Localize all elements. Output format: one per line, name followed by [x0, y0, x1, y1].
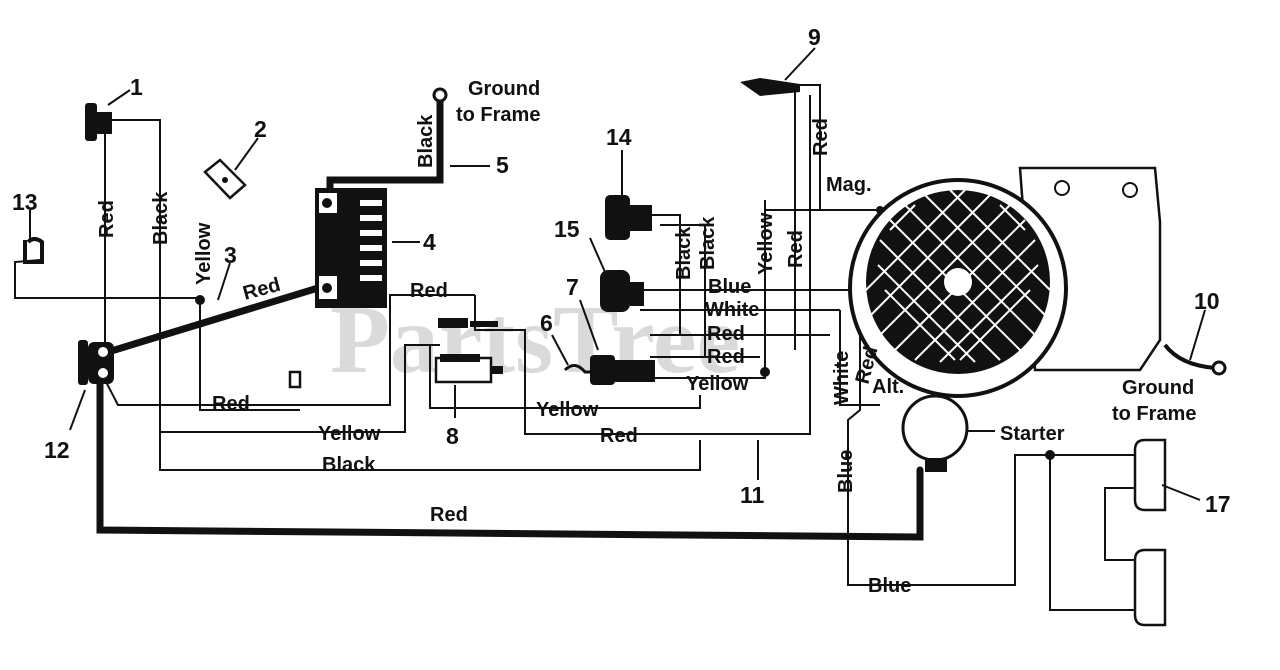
wire-yellow-bottom — [160, 344, 440, 433]
callout-4: 4 — [423, 229, 436, 255]
part-13-hook — [23, 237, 44, 264]
callout-12: 12 — [44, 437, 70, 463]
wire-blue-v — [847, 400, 1135, 586]
wire-black-14 — [650, 214, 681, 335]
wire-label-black-bottom: Black — [322, 454, 376, 476]
alt-label: Alt. — [872, 376, 904, 398]
ground-to-frame-top-line1: Ground — [468, 78, 540, 100]
callout-3: 3 — [224, 242, 237, 268]
engine-flywheel — [848, 166, 1162, 398]
heavy-wires — [96, 91, 924, 541]
part-10-ground — [1163, 343, 1227, 376]
wire-label-red-8-low: Red — [600, 425, 638, 447]
wire-label-red-7a: Red — [707, 323, 745, 345]
callout-6: 6 — [540, 310, 553, 336]
wire-label-red-7b: Red — [707, 346, 745, 368]
wire-label-blue-15: Blue — [708, 276, 751, 298]
wire-label-yellow-bottom: Yellow — [318, 423, 381, 445]
wire-label-white-15: White — [705, 299, 759, 321]
component-labels: Ground to Frame Ground to Frame Mag. Alt… — [456, 78, 1196, 445]
wire-2-yellow — [199, 300, 300, 411]
callout-7: 7 — [566, 274, 579, 300]
starter-label: Starter — [1000, 423, 1065, 445]
wire-yellow-8 — [429, 345, 701, 409]
part-8-connector — [288, 318, 503, 389]
wire-label-black-5: Black — [415, 114, 437, 168]
wire-label-black-14a: Black — [673, 226, 695, 280]
wire-label-red-left-mid: Red — [212, 393, 250, 415]
wire-17-a — [1049, 455, 1140, 611]
callout-15: 15 — [554, 216, 580, 242]
part-4-battery — [315, 188, 387, 308]
wire-1-red — [104, 129, 110, 350]
part-17-headlights — [1133, 438, 1167, 627]
wire-yellow-7 — [650, 200, 766, 379]
wire-black-14b — [660, 224, 706, 357]
mag-label: Mag. — [826, 174, 872, 196]
callouts: 1 2 3 4 5 6 7 8 9 10 11 12 13 14 15 17 — [12, 24, 1231, 517]
wire-label-red-1: Red — [96, 200, 118, 238]
wire-17-b — [1104, 487, 1135, 561]
wire-label-blue-bottom: Blue — [868, 575, 911, 597]
callout-8: 8 — [446, 423, 459, 449]
wire-red-8 — [474, 295, 526, 408]
callout-2: 2 — [254, 116, 267, 142]
heavy-wire-red-bottom — [96, 371, 924, 541]
wire-1-black — [110, 119, 701, 471]
wire-red-mid — [104, 294, 475, 406]
wire-white-v — [839, 310, 880, 406]
callout-5: 5 — [496, 152, 509, 178]
heavy-wire-red-3 — [104, 284, 322, 356]
wire-label-yellow-2: Yellow — [193, 222, 215, 285]
wire-label-yellow-7: Yellow — [686, 373, 749, 395]
junction-dots — [195, 206, 1055, 460]
wire-13 — [14, 259, 200, 299]
callout-17: 17 — [1205, 491, 1231, 517]
ground-to-frame-right-line1: Ground — [1122, 377, 1194, 399]
wire-label-white-v: White — [831, 351, 853, 405]
part-14-switch — [605, 195, 652, 240]
wire-label-yellow-8: Yellow — [536, 399, 599, 421]
callout-10: 10 — [1194, 288, 1220, 314]
part-6-key — [563, 364, 598, 374]
wire-yellow-v — [764, 200, 880, 211]
part-7-switch — [590, 355, 655, 385]
wire-label-yellow-v: Yellow — [755, 212, 777, 275]
part-15-relay — [600, 270, 644, 312]
part-1-switch — [85, 103, 112, 141]
callout-1: 1 — [130, 74, 143, 100]
part-2-bracket — [203, 158, 247, 200]
part-5-ground-terminal — [432, 87, 448, 103]
watermark: PartsTree — [330, 286, 740, 394]
callout-14: 14 — [606, 124, 632, 150]
part-12-solenoid — [78, 340, 114, 385]
wire-label-red-long: Red — [430, 504, 468, 526]
ground-to-frame-top-line2: to Frame — [456, 104, 540, 126]
wire-label-red-9: Red — [810, 118, 832, 156]
callout-9: 9 — [808, 24, 821, 50]
callout-11: 11 — [740, 482, 765, 508]
wire-label-black-14b: Black — [697, 216, 719, 270]
starter-motor — [901, 394, 969, 472]
callout-13: 13 — [12, 189, 38, 215]
part-9-spark-terminal — [740, 78, 800, 96]
wire-red-8-low — [524, 95, 811, 435]
wire-label-blue-v: Blue — [835, 450, 857, 493]
wire-label-red-8-top: Red — [410, 280, 448, 302]
wire-label-black-1: Black — [150, 191, 172, 245]
wire-label-red-v: Red — [785, 230, 807, 268]
heavy-wire-black-5 — [326, 91, 444, 196]
wire-color-labels: Red Black Yellow Red Black Red Red Yello… — [96, 114, 911, 597]
ground-to-frame-right-line2: to Frame — [1112, 403, 1196, 425]
